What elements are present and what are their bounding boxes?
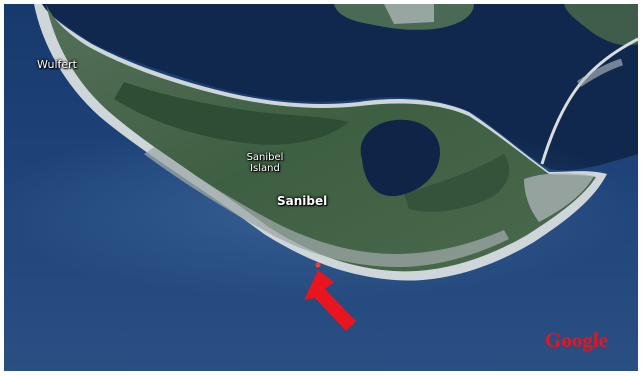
- east-end-development: [524, 173, 594, 222]
- mainland-town: [384, 4, 434, 24]
- place-label-sanibel-island: Sanibel Island: [246, 152, 284, 174]
- google-logo-text: Google: [545, 328, 608, 352]
- causeway-island: [577, 58, 624, 87]
- map-imagery: [4, 4, 638, 371]
- satellite-map[interactable]: [4, 4, 638, 371]
- bay-water: [34, 4, 638, 171]
- mainland-right: [564, 4, 638, 46]
- inland-lake: [360, 119, 440, 197]
- wetland: [114, 82, 349, 145]
- beach-arrow-marker: [304, 262, 356, 331]
- place-label-sanibel: Sanibel: [277, 194, 328, 208]
- wetland-east: [404, 154, 510, 212]
- place-label-wulfert: Wulfert: [37, 58, 77, 71]
